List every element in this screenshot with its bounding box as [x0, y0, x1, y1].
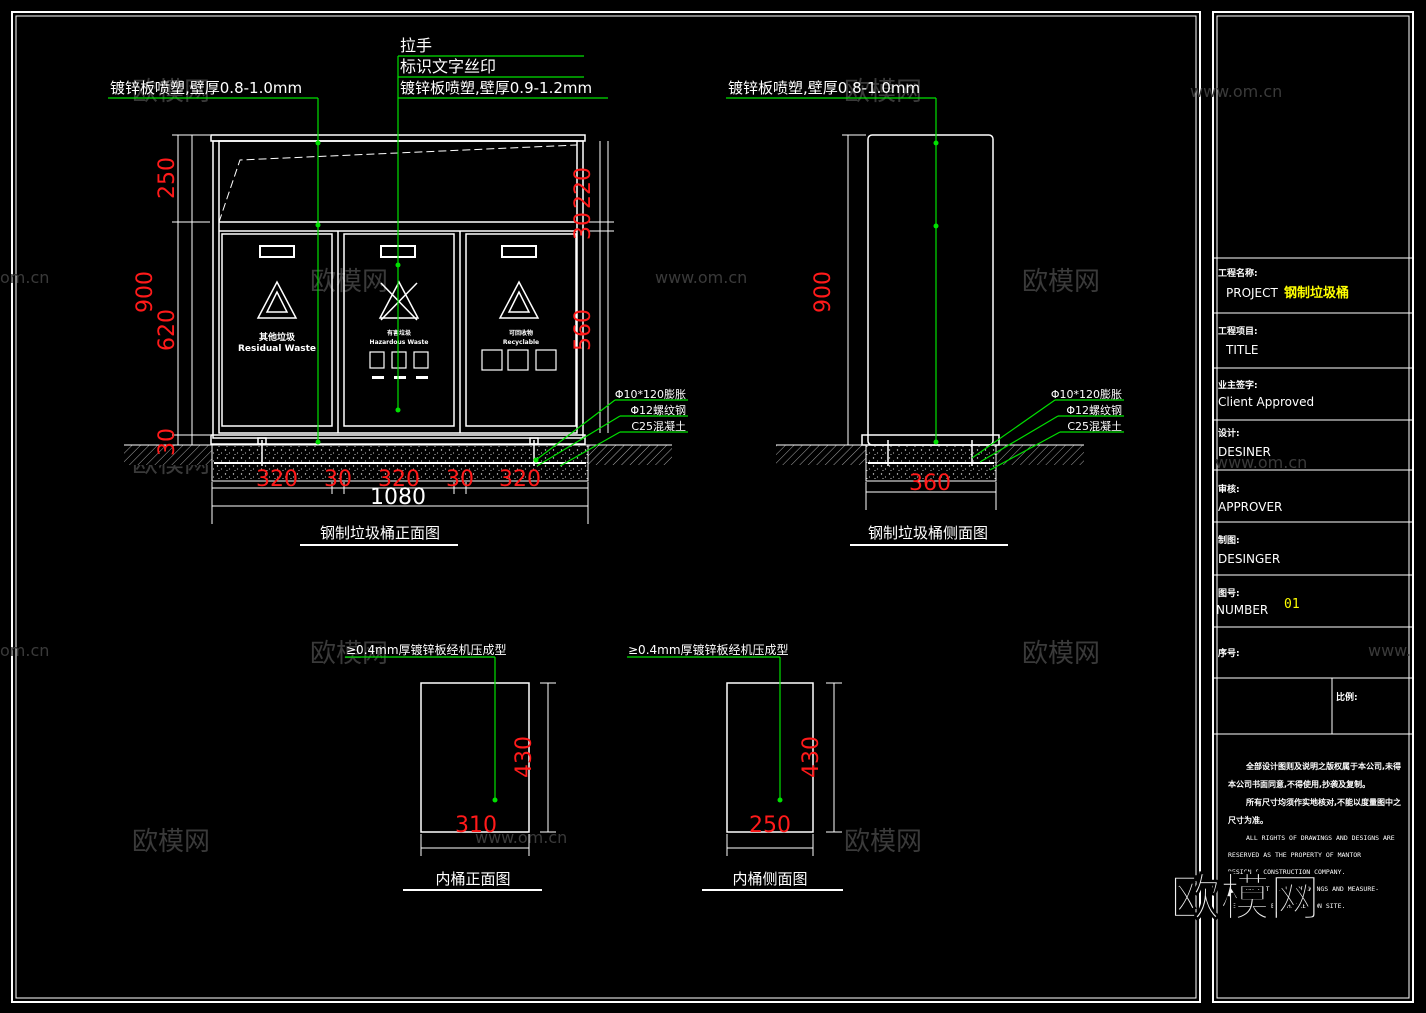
dim-inner-side-250: 250 [749, 813, 791, 838]
tb-note: 本公司书面同意,不得使用,抄袭及复制。 [1227, 779, 1370, 789]
tb-note: 所有尺寸均须作实地核对,不能以度量图中之 [1245, 797, 1401, 807]
callout-inner-front: ≥0.4mm厚镀锌板经机压成型 [346, 643, 507, 657]
inner-front-view: ≥0.4mm厚镀锌板经机压成型 430 310 内桶正面图 [345, 643, 556, 891]
watermark-cn: 欧模网 [132, 827, 210, 857]
brand-watermark: 欧模网 [1170, 869, 1320, 927]
tb-seq-label: 序号: [1218, 647, 1240, 659]
dim-side-360: 360 [909, 471, 951, 496]
tb-designer-label: 设计: [1218, 427, 1240, 439]
dim-30: 30 [571, 212, 596, 240]
tb-note: 全部设计图则及说明之版权属于本公司,未得 [1245, 761, 1401, 771]
watermarks: www.om.cn www.om.cn om.cn www.om.cn om.c… [0, 77, 1411, 857]
dim-620: 620 [155, 309, 180, 351]
bin-label-en: Hazardous Waste [370, 339, 429, 346]
dim-320: 320 [256, 467, 298, 492]
tb-project-key: PROJECT [1226, 286, 1279, 300]
tb-number-label: 图号: [1218, 588, 1240, 599]
dim-30: 30 [155, 428, 180, 456]
tb-project-label: 工程名称: [1218, 267, 1258, 279]
tb-drafter-key: DESINGER [1218, 552, 1280, 566]
dim-30: 30 [446, 467, 474, 492]
doors [221, 231, 577, 433]
callout-side-body: 镀锌板喷塑,壁厚0.8-1.0mm [728, 79, 920, 97]
watermark-cn: 欧模网 [132, 77, 210, 107]
watermark-url: www. [1368, 641, 1411, 660]
caption-front-view: 钢制垃圾桶正面图 [320, 524, 440, 542]
dim-320: 320 [378, 467, 420, 492]
watermark-url: om.cn [0, 641, 49, 660]
tb-scale-label: 比例: [1336, 691, 1358, 703]
dim-inner-430: 430 [512, 736, 537, 778]
tb-approver-label: 审核: [1218, 483, 1240, 495]
tb-note: DESIGN & CONSTRUCTION COMPANY. [1228, 868, 1345, 876]
label-rebar: Φ12螺纹钢 [630, 403, 686, 417]
dim-30: 30 [324, 467, 352, 492]
bin-label-cn: 有害垃圾 [387, 329, 412, 337]
callout-door: 镀锌板喷塑,壁厚0.9-1.2mm [400, 79, 592, 97]
tb-approver-key: APPROVER [1218, 500, 1282, 514]
tb-note: DO NOT SCALE DRAWINGS AND MEASURE- [1246, 885, 1379, 893]
label-rebar: Φ12螺纹钢 [1066, 403, 1122, 417]
tb-client-key: Client Approved [1218, 395, 1314, 409]
label-bolt: Φ10*120膨胀 [615, 387, 686, 401]
caption-inner-side: 内桶侧面图 [732, 870, 807, 888]
callout-print: 标识文字丝印 [400, 57, 496, 76]
tb-note: 尺寸为准。 [1228, 815, 1268, 825]
inner-side-view: ≥0.4mm厚镀锌板经机压成型 430 250 内桶侧面图 [627, 643, 843, 891]
dim-1080: 1080 [370, 485, 426, 510]
title-block: 工程名称: PROJECT 钢制垃圾桶 工程项目: TITLE 业主签字: Cl… [1213, 257, 1413, 910]
label-bolt: Φ10*120膨胀 [1051, 387, 1122, 401]
watermark-cn: 欧模网 [1022, 639, 1100, 669]
watermark-cn: 欧模网 [844, 77, 922, 107]
dim-inner-side-430: 430 [799, 736, 824, 778]
pictogram-boxes [369, 349, 557, 371]
tb-number-key: NUMBER [1216, 603, 1268, 617]
label-concrete: C25混凝土 [1067, 419, 1122, 433]
tb-note: ALL RIGHTS OF DRAWINGS AND DESIGNS ARE [1246, 834, 1395, 842]
tb-drafter-label: 制图: [1218, 534, 1240, 546]
dim-side-900: 900 [811, 271, 836, 313]
caption-inner-front: 内桶正面图 [435, 870, 510, 888]
dim-900: 900 [133, 271, 158, 313]
watermark-cn: 欧模网 [310, 639, 388, 669]
front-view: 其他垃圾 Residual Waste 有害垃圾 Hazardous Waste… [108, 36, 688, 546]
watermark-cn: 欧模网 [1022, 267, 1100, 297]
bin-label-en: Recyclable [503, 339, 539, 346]
leaders [108, 55, 688, 467]
caption-side-view: 钢制垃圾桶侧面图 [868, 524, 988, 542]
watermark-url: www.om.cn [655, 268, 747, 287]
watermark-cn: 欧模网 [310, 267, 388, 297]
dim-250: 250 [155, 157, 180, 199]
dim-220: 220 [571, 167, 596, 209]
tb-title-label: 工程项目: [1218, 325, 1258, 337]
bin-label-cn: 可回收物 [509, 329, 533, 337]
watermark-url: www.om.cn [1215, 453, 1307, 472]
tb-note: RESERVED AS THE PROPERTY OF MANTOR [1228, 851, 1361, 859]
bin-label-cn: 其他垃圾 [259, 331, 296, 343]
callout-handle: 拉手 [400, 36, 432, 55]
sheet-frame [11, 11, 1414, 1003]
bin-label-en: Residual Waste [238, 344, 316, 354]
watermark-url: om.cn [0, 268, 49, 287]
callout-inner-side: ≥0.4mm厚镀锌板经机压成型 [628, 643, 789, 657]
recycle-symbols [256, 280, 540, 321]
side-view: 镀锌板喷塑,壁厚0.8-1.0mm 900 360 Φ10*120膨胀 Φ12螺… [726, 79, 1124, 546]
dim-560: 560 [571, 309, 596, 351]
dim-inner-310: 310 [455, 813, 497, 838]
tb-note: MENTS MUST BE CHECKED ON SITE. [1228, 902, 1345, 910]
callout-body: 镀锌板喷塑,壁厚0.8-1.0mm [110, 79, 302, 97]
tb-project-value: 钢制垃圾桶 [1284, 285, 1349, 301]
watermark-cn: 欧模网 [844, 827, 922, 857]
label-concrete: C25混凝土 [631, 419, 686, 433]
tb-number-value: 01 [1284, 597, 1300, 612]
watermark-url: www.om.cn [1190, 82, 1282, 101]
tb-title-key: TITLE [1225, 343, 1258, 357]
tb-designer-key: DESINER [1218, 445, 1271, 459]
tb-client-label: 业主签字: [1218, 379, 1258, 391]
dim-320: 320 [499, 467, 541, 492]
